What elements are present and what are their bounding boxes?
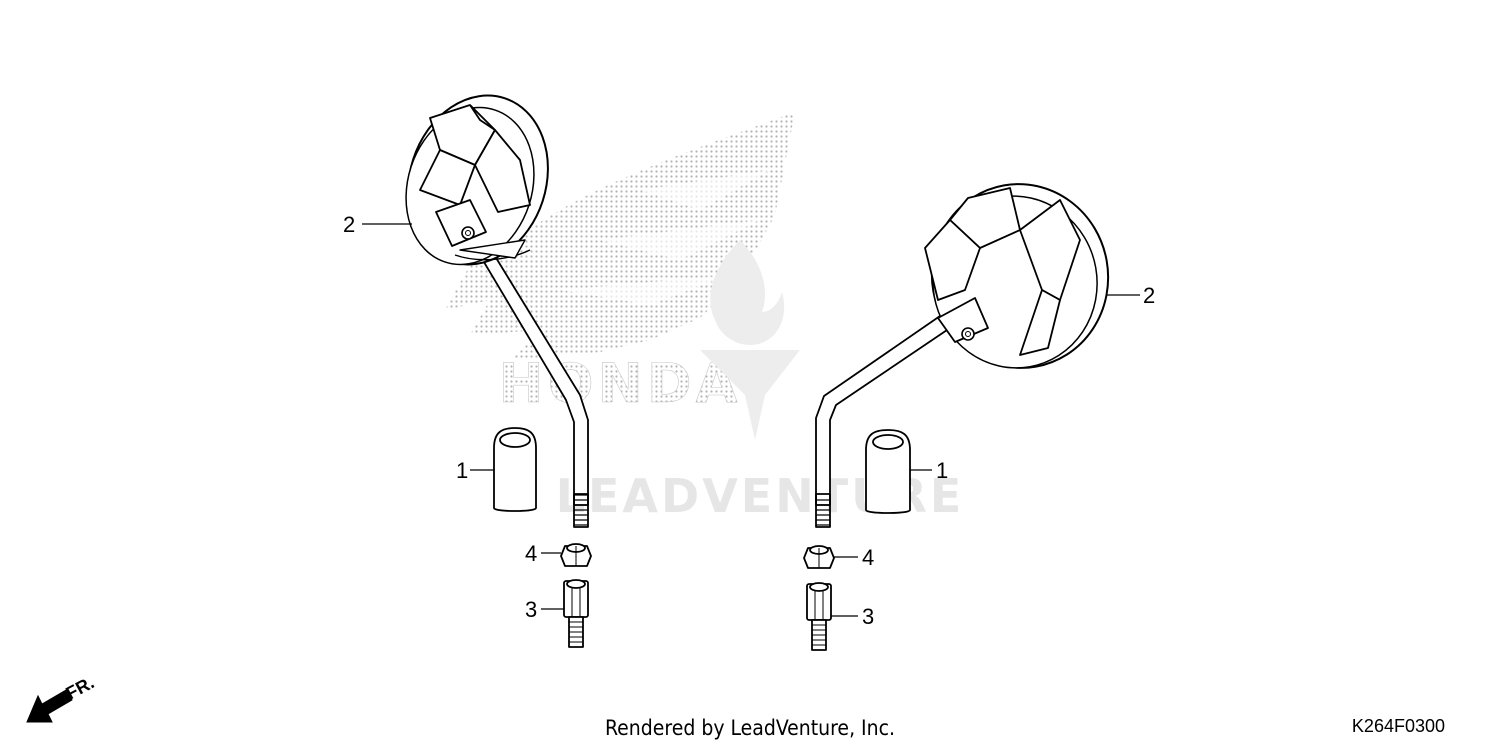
callout-left-cover: 1	[456, 458, 468, 483]
callout-right-mirror: 2	[1143, 283, 1155, 308]
rendered-by-credit: Rendered by LeadVenture, Inc.	[605, 716, 895, 740]
front-arrow-icon	[26, 689, 73, 723]
front-direction-indicator: FR.	[26, 672, 97, 723]
callout-right-cover: 1	[936, 458, 948, 483]
left-adapter	[563, 579, 589, 648]
callout-left-nut: 4	[525, 541, 537, 566]
right-mirror-assembly	[803, 183, 1110, 651]
leadventure-flame-logo	[700, 240, 800, 440]
right-mirror-head	[924, 183, 1110, 369]
callout-right-adapter: 3	[862, 604, 874, 629]
callout-leaders	[362, 223, 1140, 617]
callout-right-nut: 4	[862, 545, 874, 570]
right-adapter	[806, 582, 832, 651]
callout-left-adapter: 3	[525, 597, 537, 622]
diagram-code: K264F0300	[1351, 716, 1445, 736]
left-mirror-head	[405, 94, 549, 266]
left-stem-cover	[493, 427, 537, 512]
left-nut	[560, 543, 592, 567]
honda-logo-text: HONDA	[499, 352, 742, 415]
left-mirror-assembly	[405, 94, 592, 648]
callout-left-mirror: 2	[343, 212, 355, 237]
honda-wing-watermark: HONDA	[445, 112, 795, 415]
right-stem-cover	[865, 429, 911, 514]
right-nut	[803, 545, 835, 569]
